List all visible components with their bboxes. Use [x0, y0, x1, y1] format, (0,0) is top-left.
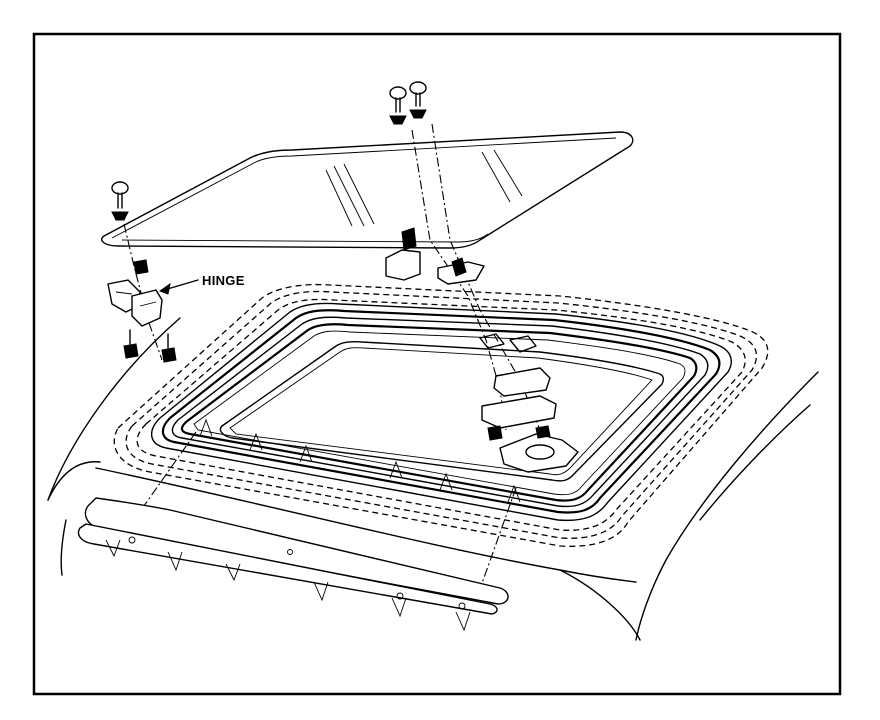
roof-aperture [219, 340, 665, 482]
front-trim-strip [77, 497, 509, 632]
assembly-guide-lines [119, 123, 541, 601]
hinge-screw-a [123, 329, 139, 359]
glass-mount-bolts [111, 81, 427, 221]
bolt-left [111, 181, 129, 221]
roof-opening [113, 283, 769, 547]
hinge-assembly [107, 259, 177, 363]
hinge-screw-b [161, 333, 177, 363]
hinge-callout: HINGE [158, 273, 245, 295]
latch-brackets [385, 227, 485, 285]
latch-mechanism [479, 333, 579, 473]
bolt-right-a [389, 86, 407, 125]
diagram-border [32, 32, 842, 696]
seal-outline-outer [113, 283, 769, 547]
hinge-label: HINGE [202, 273, 245, 288]
glass-panel [101, 131, 634, 249]
vehicle-roof [47, 317, 819, 641]
bolt-right-b [409, 81, 427, 119]
